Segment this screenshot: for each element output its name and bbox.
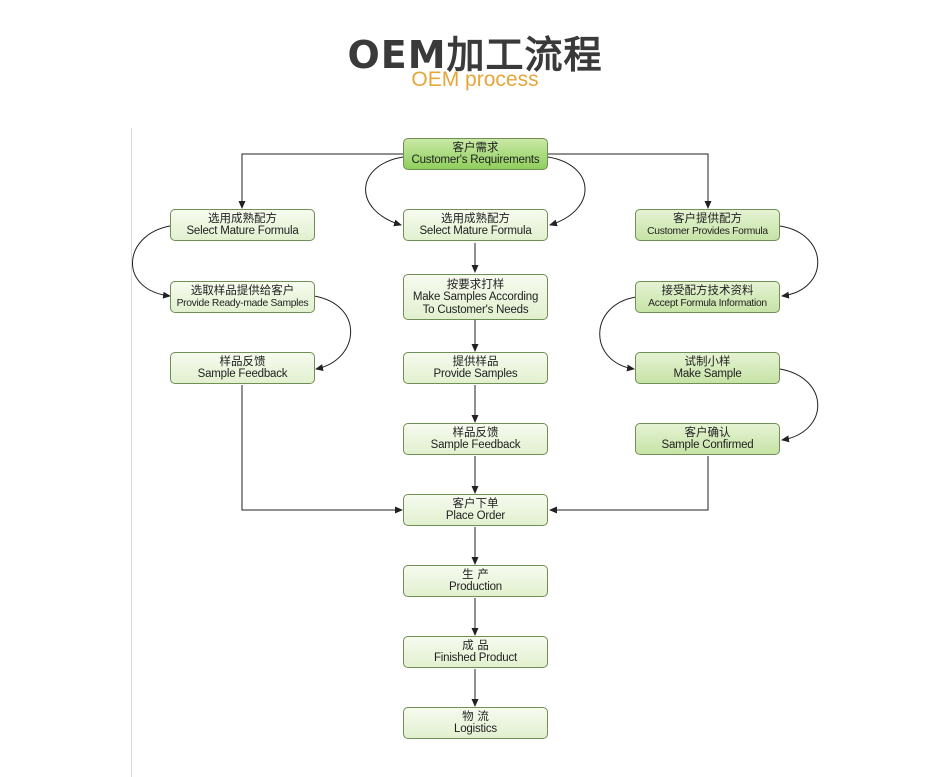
node-label-zh: 成 品 xyxy=(462,638,489,652)
page-subtitle: OEM process xyxy=(411,68,539,91)
node-finished-product: 成 品 Finished Product xyxy=(403,636,548,668)
node-label-zh: 选用成熟配方 xyxy=(441,211,510,225)
node-label-zh: 生 产 xyxy=(462,567,489,581)
node-label-zh: 客户下单 xyxy=(452,496,499,510)
node-left-sample-feedback: 样品反馈 Sample Feedback xyxy=(170,352,315,384)
node-label-en-line2: To Customer's Needs xyxy=(422,303,529,316)
node-label-zh: 试制小样 xyxy=(684,354,731,368)
node-label-en: Provide Ready-made Samples xyxy=(176,298,309,309)
connector-right1-right2 xyxy=(779,225,819,299)
node-left-select-formula: 选用成熟配方 Select Mature Formula xyxy=(170,209,315,241)
node-label-en: Production xyxy=(449,581,502,593)
node-place-order: 客户下单 Place Order xyxy=(403,494,548,526)
node-label-zh: 客户提供配方 xyxy=(673,211,742,225)
node-mid-sample-feedback: 样品反馈 Sample Feedback xyxy=(403,423,548,455)
connector-right3-right4 xyxy=(779,368,819,443)
node-right-make-sample: 试制小样 Make Sample xyxy=(635,352,780,384)
node-mid-make-samples: 按要求打样 Make Samples According To Customer… xyxy=(403,274,548,320)
connector-left1-left2 xyxy=(132,225,171,299)
connector-right2-right3 xyxy=(599,296,637,372)
node-left-ready-samples: 选取样品提供给客户 Provide Ready-made Samples xyxy=(170,281,315,313)
node-label-en: Sample Feedback xyxy=(430,439,521,451)
node-logistics: 物 流 Logistics xyxy=(403,707,548,739)
connector-left3-order xyxy=(241,385,403,514)
node-customer-requirements: 客户需求 Customer's Requirements xyxy=(403,138,548,170)
node-label-en: Select Mature Formula xyxy=(186,225,299,237)
node-label-zh: 客户确认 xyxy=(684,425,731,439)
node-label-zh: 客户需求 xyxy=(452,140,499,154)
node-mid-select-formula: 选用成熟配方 Select Mature Formula xyxy=(403,209,548,241)
node-right-sample-confirmed: 客户确认 Sample Confirmed xyxy=(635,423,780,455)
node-label-en: Select Mature Formula xyxy=(419,225,532,237)
node-label-zh: 样品反馈 xyxy=(452,425,499,439)
node-label-en-line1: Make Samples According xyxy=(412,290,539,303)
node-label-en: Provide Samples xyxy=(433,368,518,380)
node-production: 生 产 Production xyxy=(403,565,548,597)
node-label-zh: 选取样品提供给客户 xyxy=(190,283,295,297)
node-label-en: Make Sample xyxy=(673,368,742,380)
node-label-en: Customer's Requirements xyxy=(411,154,540,166)
node-label-zh: 选用成熟配方 xyxy=(208,211,277,225)
node-right-customer-formula: 客户提供配方 Customer Provides Formula xyxy=(635,209,780,241)
connector-start-right1 xyxy=(548,153,712,209)
node-right-formula-info: 接受配方技术资料 Accept Formula Information xyxy=(635,281,780,313)
node-label-en: Accept Formula Information xyxy=(648,298,767,309)
connector-start-mid1-right xyxy=(547,156,586,227)
frame-divider xyxy=(131,128,132,777)
node-label-en: Customer Provides Formula xyxy=(647,226,768,237)
node-label-en: Finished Product xyxy=(433,652,518,664)
node-label-en: Logistics xyxy=(454,723,497,735)
node-mid-provide-samples: 提供样品 Provide Samples xyxy=(403,352,548,384)
connector-right4-order xyxy=(549,456,709,514)
node-label-en: Sample Confirmed xyxy=(661,439,754,451)
node-label-zh: 物 流 xyxy=(462,709,489,723)
node-label-zh: 样品反馈 xyxy=(219,354,266,368)
node-label-zh: 按要求打样 xyxy=(446,276,505,291)
connector-left2-left3 xyxy=(313,295,351,372)
page-title: OEM加工流程 xyxy=(347,33,603,77)
node-label-zh: 接受配方技术资料 xyxy=(661,283,754,297)
connector-start-left1 xyxy=(238,153,403,209)
connector-start-mid1-left xyxy=(365,156,404,227)
node-label-en: Sample Feedback xyxy=(197,368,288,380)
node-label-en: Place Order xyxy=(445,510,506,522)
node-label-zh: 提供样品 xyxy=(452,354,499,368)
